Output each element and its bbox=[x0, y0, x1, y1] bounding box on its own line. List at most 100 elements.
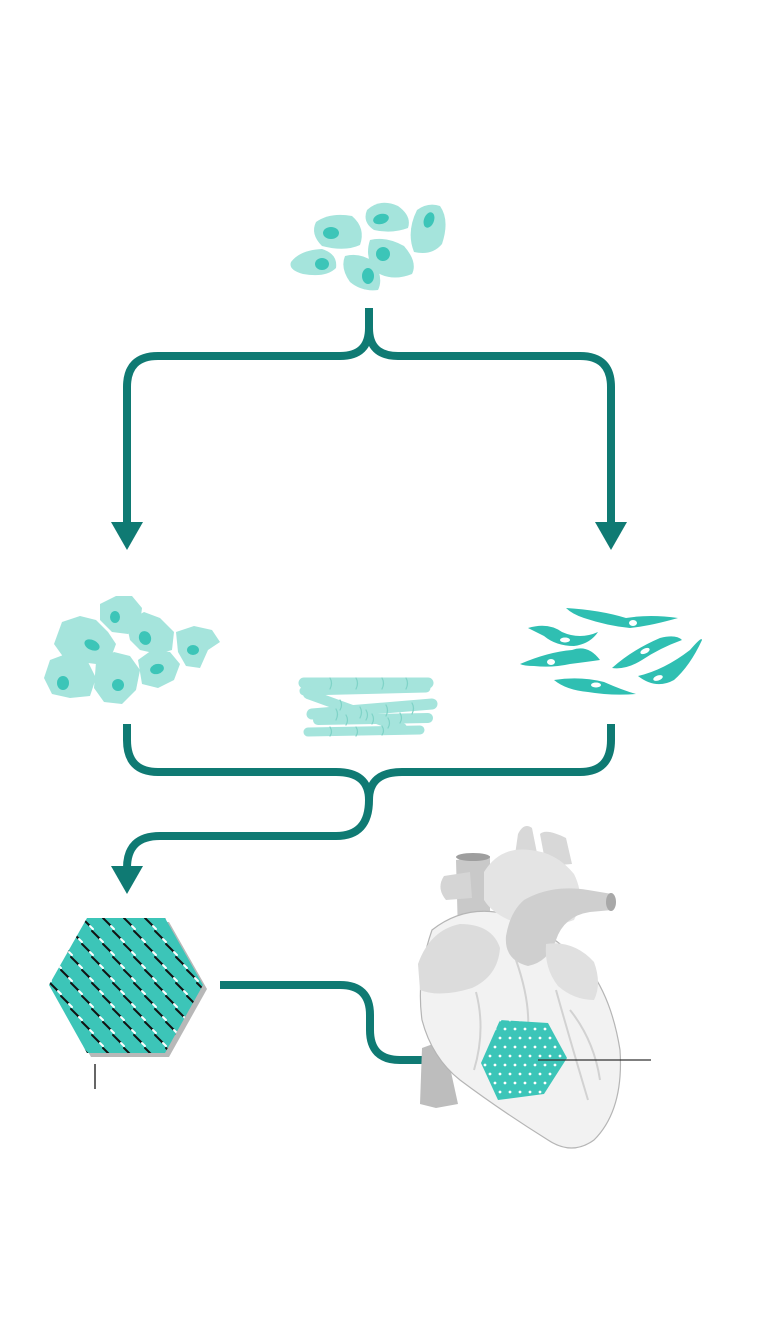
fiber-mark-tip bbox=[216, 926, 219, 929]
fiber-mark-tip bbox=[141, 1016, 146, 1021]
patch-dot bbox=[543, 1045, 547, 1049]
fiber-mark bbox=[102, 1047, 112, 1053]
fiber-mark-tip bbox=[216, 1004, 219, 1007]
fiber-mark-tip bbox=[110, 925, 115, 930]
fiber-mark-tip bbox=[49, 1029, 52, 1034]
patch-dot bbox=[493, 1081, 497, 1085]
patch-dot bbox=[548, 1072, 552, 1076]
fiber-mark-tip bbox=[226, 1043, 229, 1046]
fiber-mark-tip bbox=[68, 925, 73, 930]
fiber-mark-tip bbox=[78, 1016, 83, 1021]
fiber-mark-tip bbox=[57, 938, 62, 943]
fiber-mark bbox=[112, 956, 122, 966]
patch-dot bbox=[533, 1045, 537, 1049]
fiber-mark-tip bbox=[120, 1042, 125, 1047]
patch-dot bbox=[538, 1036, 542, 1040]
patch-dot bbox=[483, 1063, 487, 1067]
fiber-mark-tip bbox=[120, 964, 125, 969]
fibroblast-cluster-icon bbox=[520, 608, 702, 695]
fiber-mark bbox=[133, 930, 143, 940]
fiber-mark bbox=[208, 996, 216, 1004]
fiber-mark bbox=[70, 956, 80, 966]
cardiomyocyte-nuclei bbox=[57, 611, 199, 691]
fiber-mark bbox=[133, 956, 143, 966]
fiber-mark-tip bbox=[216, 952, 219, 955]
fiber-mark-tip bbox=[162, 1016, 167, 1021]
fiber-mark bbox=[218, 957, 226, 965]
fiber-mark-tip bbox=[174, 1056, 177, 1059]
fiber-mark-tip bbox=[162, 938, 167, 943]
fiber-mark bbox=[208, 918, 216, 926]
fiber-mark bbox=[218, 1035, 226, 1043]
fiber-mark-tip bbox=[48, 1056, 51, 1059]
patch-dot bbox=[528, 1036, 532, 1040]
patch-dot bbox=[483, 1099, 487, 1100]
fiber-mark-tip bbox=[57, 1042, 62, 1047]
fiber-mark-tip bbox=[131, 951, 136, 956]
patch-dot bbox=[543, 1063, 547, 1067]
fiber-mark bbox=[154, 982, 164, 992]
fiber-mark-tip bbox=[162, 1042, 167, 1047]
fiber-mark bbox=[175, 956, 185, 966]
fiber-mark-tip bbox=[152, 951, 157, 956]
patch-dot bbox=[558, 1054, 562, 1058]
patch-dot bbox=[528, 1072, 532, 1076]
fiber-mark bbox=[81, 1021, 91, 1031]
patch-dot bbox=[493, 1063, 497, 1067]
fiber-mark-tip bbox=[68, 951, 73, 956]
fiber-mark-tip bbox=[141, 964, 146, 969]
fiber-mark-tip bbox=[226, 991, 229, 994]
fiber-mark-tip bbox=[49, 977, 52, 982]
fiber-mark-tip bbox=[226, 965, 229, 968]
fiber-mark-tip bbox=[216, 1030, 219, 1033]
fiber-mark-tip bbox=[173, 925, 178, 930]
fiber-mark-tip bbox=[78, 990, 83, 995]
fiber-mark bbox=[144, 918, 154, 927]
fiber-mark-tip bbox=[194, 977, 199, 982]
fiber-mark bbox=[91, 956, 101, 966]
patch-dot bbox=[533, 1027, 537, 1031]
patch-dot bbox=[508, 1036, 512, 1040]
fiber-mark bbox=[123, 1021, 133, 1031]
patch-dot bbox=[548, 1054, 552, 1058]
fiber-mark bbox=[91, 1008, 101, 1018]
fiber-mark-tip bbox=[68, 1003, 73, 1008]
fiber-mark bbox=[165, 1021, 175, 1031]
fiber-mark-tip bbox=[49, 951, 52, 956]
patch-dot bbox=[513, 1045, 517, 1049]
fiber-mark bbox=[123, 943, 133, 953]
fiber-mark bbox=[186, 1021, 196, 1031]
fiber-mark bbox=[60, 1047, 70, 1053]
patch-dot bbox=[513, 1081, 517, 1085]
fiber-mark bbox=[196, 1008, 203, 1018]
fiber-mark bbox=[102, 1021, 112, 1031]
fiber-mark-tip bbox=[205, 1017, 208, 1020]
fiber-mark bbox=[40, 918, 48, 926]
fiber-mark bbox=[91, 982, 101, 992]
patch-dot bbox=[533, 1063, 537, 1067]
fiber-mark bbox=[196, 930, 203, 940]
fiber-mark bbox=[186, 1047, 196, 1053]
fiber-mark bbox=[218, 1009, 226, 1017]
fiber-mark-tip bbox=[194, 951, 199, 956]
fiber-mark bbox=[154, 956, 164, 966]
patch-dot bbox=[543, 1081, 547, 1085]
fiber-mark-tip bbox=[226, 1017, 229, 1020]
fiber-mark bbox=[49, 982, 59, 992]
fiber-mark-tip bbox=[194, 1029, 199, 1034]
fiber-mark bbox=[133, 982, 143, 992]
patch-dot bbox=[488, 1072, 492, 1076]
fiber-mark bbox=[40, 944, 48, 952]
patch-dot bbox=[498, 1072, 502, 1076]
patch-dot bbox=[508, 1090, 512, 1094]
fiber-mark-tip bbox=[173, 1003, 178, 1008]
patch-dot bbox=[553, 1045, 557, 1049]
fiber-mark bbox=[49, 930, 59, 940]
fiber-mark-tip bbox=[152, 977, 157, 982]
fiber-mark bbox=[49, 956, 59, 966]
fiber-mark bbox=[186, 943, 196, 953]
fiber-mark-tip bbox=[68, 977, 73, 982]
fiber-mark-tip bbox=[49, 925, 52, 930]
fiber-mark bbox=[123, 918, 133, 927]
